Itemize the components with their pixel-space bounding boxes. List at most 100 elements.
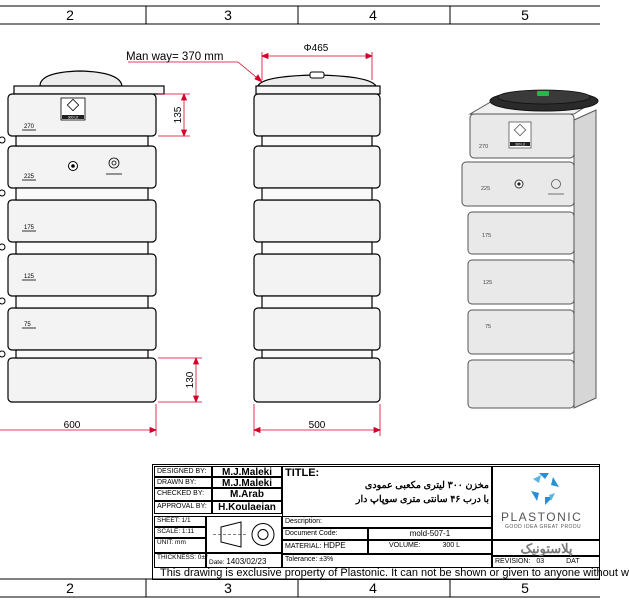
front-level-75: 75 — [24, 322, 31, 328]
brand-area: PLASTONIC GOOD IDEA GREAT PRODU — [492, 466, 600, 540]
front-left-notches — [0, 136, 6, 358]
side-lid-handle — [309, 71, 325, 79]
zone-label-bottom-3: 3 — [224, 580, 232, 596]
third-angle-projection-icon — [213, 521, 275, 548]
iso-level-125: 125 — [483, 280, 492, 286]
dim-500-label: 500 — [309, 420, 326, 431]
front-body-segment — [7, 307, 157, 351]
zone-label-top-5: 5 — [521, 7, 529, 23]
drawn-by-label: DRAWN BY: — [154, 477, 212, 488]
technical-drawing-sheet: 2 3 4 5 2 3 4 5 270 225 175 125 75 — [0, 5, 600, 598]
checked-by-value: M.Arab — [212, 488, 282, 501]
iso-badge — [508, 121, 532, 149]
drawn-by-value: M.J.Maleki — [212, 477, 282, 489]
zone-strip-bottom — [0, 578, 600, 598]
manway-leader — [128, 61, 263, 83]
side-body-segment — [253, 357, 381, 403]
side-waist — [261, 295, 373, 309]
sheet-label: SHEET: 1/1 — [154, 516, 206, 527]
front-lid-neck — [13, 85, 165, 95]
side-body-segment — [253, 307, 381, 351]
volume-value: 300 L — [442, 542, 460, 549]
iso-level-75: 75 — [485, 324, 491, 330]
dim-500 — [252, 404, 382, 436]
document-code-label: Document Code: — [282, 528, 368, 540]
iso-view — [461, 99, 598, 409]
title-area: TITLE: مخزن ۳۰۰ لیتری مکعبی عمودی با درب… — [282, 466, 492, 516]
front-body-segment — [7, 145, 157, 189]
title-line-1: مخزن ۳۰۰ لیتری مکعبی عمودی — [364, 480, 489, 491]
front-badge-capacity: 300 Lit — [68, 116, 79, 120]
dim-130-label: 130 — [185, 371, 196, 388]
material-value: HDPE — [323, 541, 346, 550]
date-short-label: DAT — [566, 558, 580, 565]
title-block: DESIGNED BY: M.J.Maleki DRAWN BY: M.J.Ma… — [152, 464, 600, 580]
iso-lid-vent — [537, 91, 549, 96]
zone-label-bottom-4: 4 — [369, 580, 377, 596]
front-level-125: 125 — [24, 274, 35, 280]
brand-farsi: پلاستونیک — [492, 540, 600, 556]
side-waist — [261, 241, 373, 255]
iso-brand-logo — [548, 179, 564, 195]
description-label: Description: — [282, 516, 492, 528]
side-body-segment — [253, 145, 381, 189]
brand-name: PLASTONIC — [501, 510, 583, 524]
tolerance-label: Tolerance: ±3% — [282, 554, 492, 568]
side-lid-neck — [255, 85, 381, 95]
iso-body-segment — [467, 309, 575, 355]
iso-badge-capacity: 300 Lit — [515, 143, 525, 147]
revision-value: 03 — [536, 558, 545, 565]
zone-label-top-2: 2 — [66, 7, 74, 23]
side-body-segment — [253, 93, 381, 137]
title-block-frame — [152, 464, 600, 580]
front-level-175: 175 — [24, 225, 35, 231]
front-outlet-core — [71, 164, 75, 168]
revision-label: REVISION: — [495, 558, 531, 565]
zone-label-top-3: 3 — [224, 7, 232, 23]
iso-level-225: 225 — [481, 186, 490, 192]
dim-600 — [0, 404, 158, 436]
zone-label-bottom-2: 2 — [66, 580, 74, 596]
date-field: Date: 1403/02/23 — [206, 553, 282, 568]
date-label: Date: — [209, 559, 225, 566]
title-label: TITLE: — [285, 467, 320, 479]
front-view — [7, 70, 165, 403]
dim-phi-465-label: Φ465 — [304, 43, 329, 54]
checked-by-label: CHECKED BY: — [154, 488, 212, 501]
iso-outlet-core — [517, 182, 521, 186]
iso-lid-top — [497, 89, 591, 105]
volume-field: VOLUME: 300 L — [368, 540, 492, 554]
revision-field: REVISION: 03 DAT — [492, 556, 600, 568]
date-value: 1403/02/23 — [226, 557, 267, 566]
front-waist — [15, 349, 149, 359]
front-body-segment — [7, 199, 157, 243]
property-notice: This drawing is exclusive property of Pl… — [160, 567, 629, 579]
material-label: MATERIAL: — [285, 543, 322, 550]
thickness-label: THICKNESS: 0±⁰ — [154, 553, 208, 568]
plastonic-logo-icon — [531, 473, 559, 505]
front-waist — [15, 241, 149, 255]
designed-by-value: M.J.Maleki — [212, 466, 282, 478]
front-waist — [15, 135, 149, 147]
iso-body-segment — [467, 359, 575, 409]
iso-body-segment — [467, 259, 575, 305]
scale-label: SCALE: 1:11 — [154, 527, 206, 538]
front-lid — [39, 70, 123, 87]
side-waist — [261, 187, 373, 201]
dim-135 — [158, 92, 190, 138]
side-body-segment — [253, 199, 381, 243]
front-level-labels: 270 225 175 125 75 — [24, 124, 35, 328]
dim-phi-465 — [260, 52, 374, 80]
brand-tagline: GOOD IDEA GREAT PRODU — [505, 524, 582, 530]
iso-level-labels: 270 225 175 125 75 — [479, 144, 492, 330]
iso-level-175: 175 — [482, 233, 491, 239]
iso-body-segment — [467, 211, 575, 255]
front-brand-logo — [106, 157, 122, 175]
front-level-270: 270 — [24, 124, 35, 130]
side-waist — [261, 349, 373, 359]
manway-label: Man way= 370 mm — [126, 51, 223, 63]
dim-600-label: 600 — [64, 420, 81, 431]
front-level-225: 225 — [24, 174, 35, 180]
side-body-segment — [253, 253, 381, 297]
front-waist — [15, 295, 149, 309]
